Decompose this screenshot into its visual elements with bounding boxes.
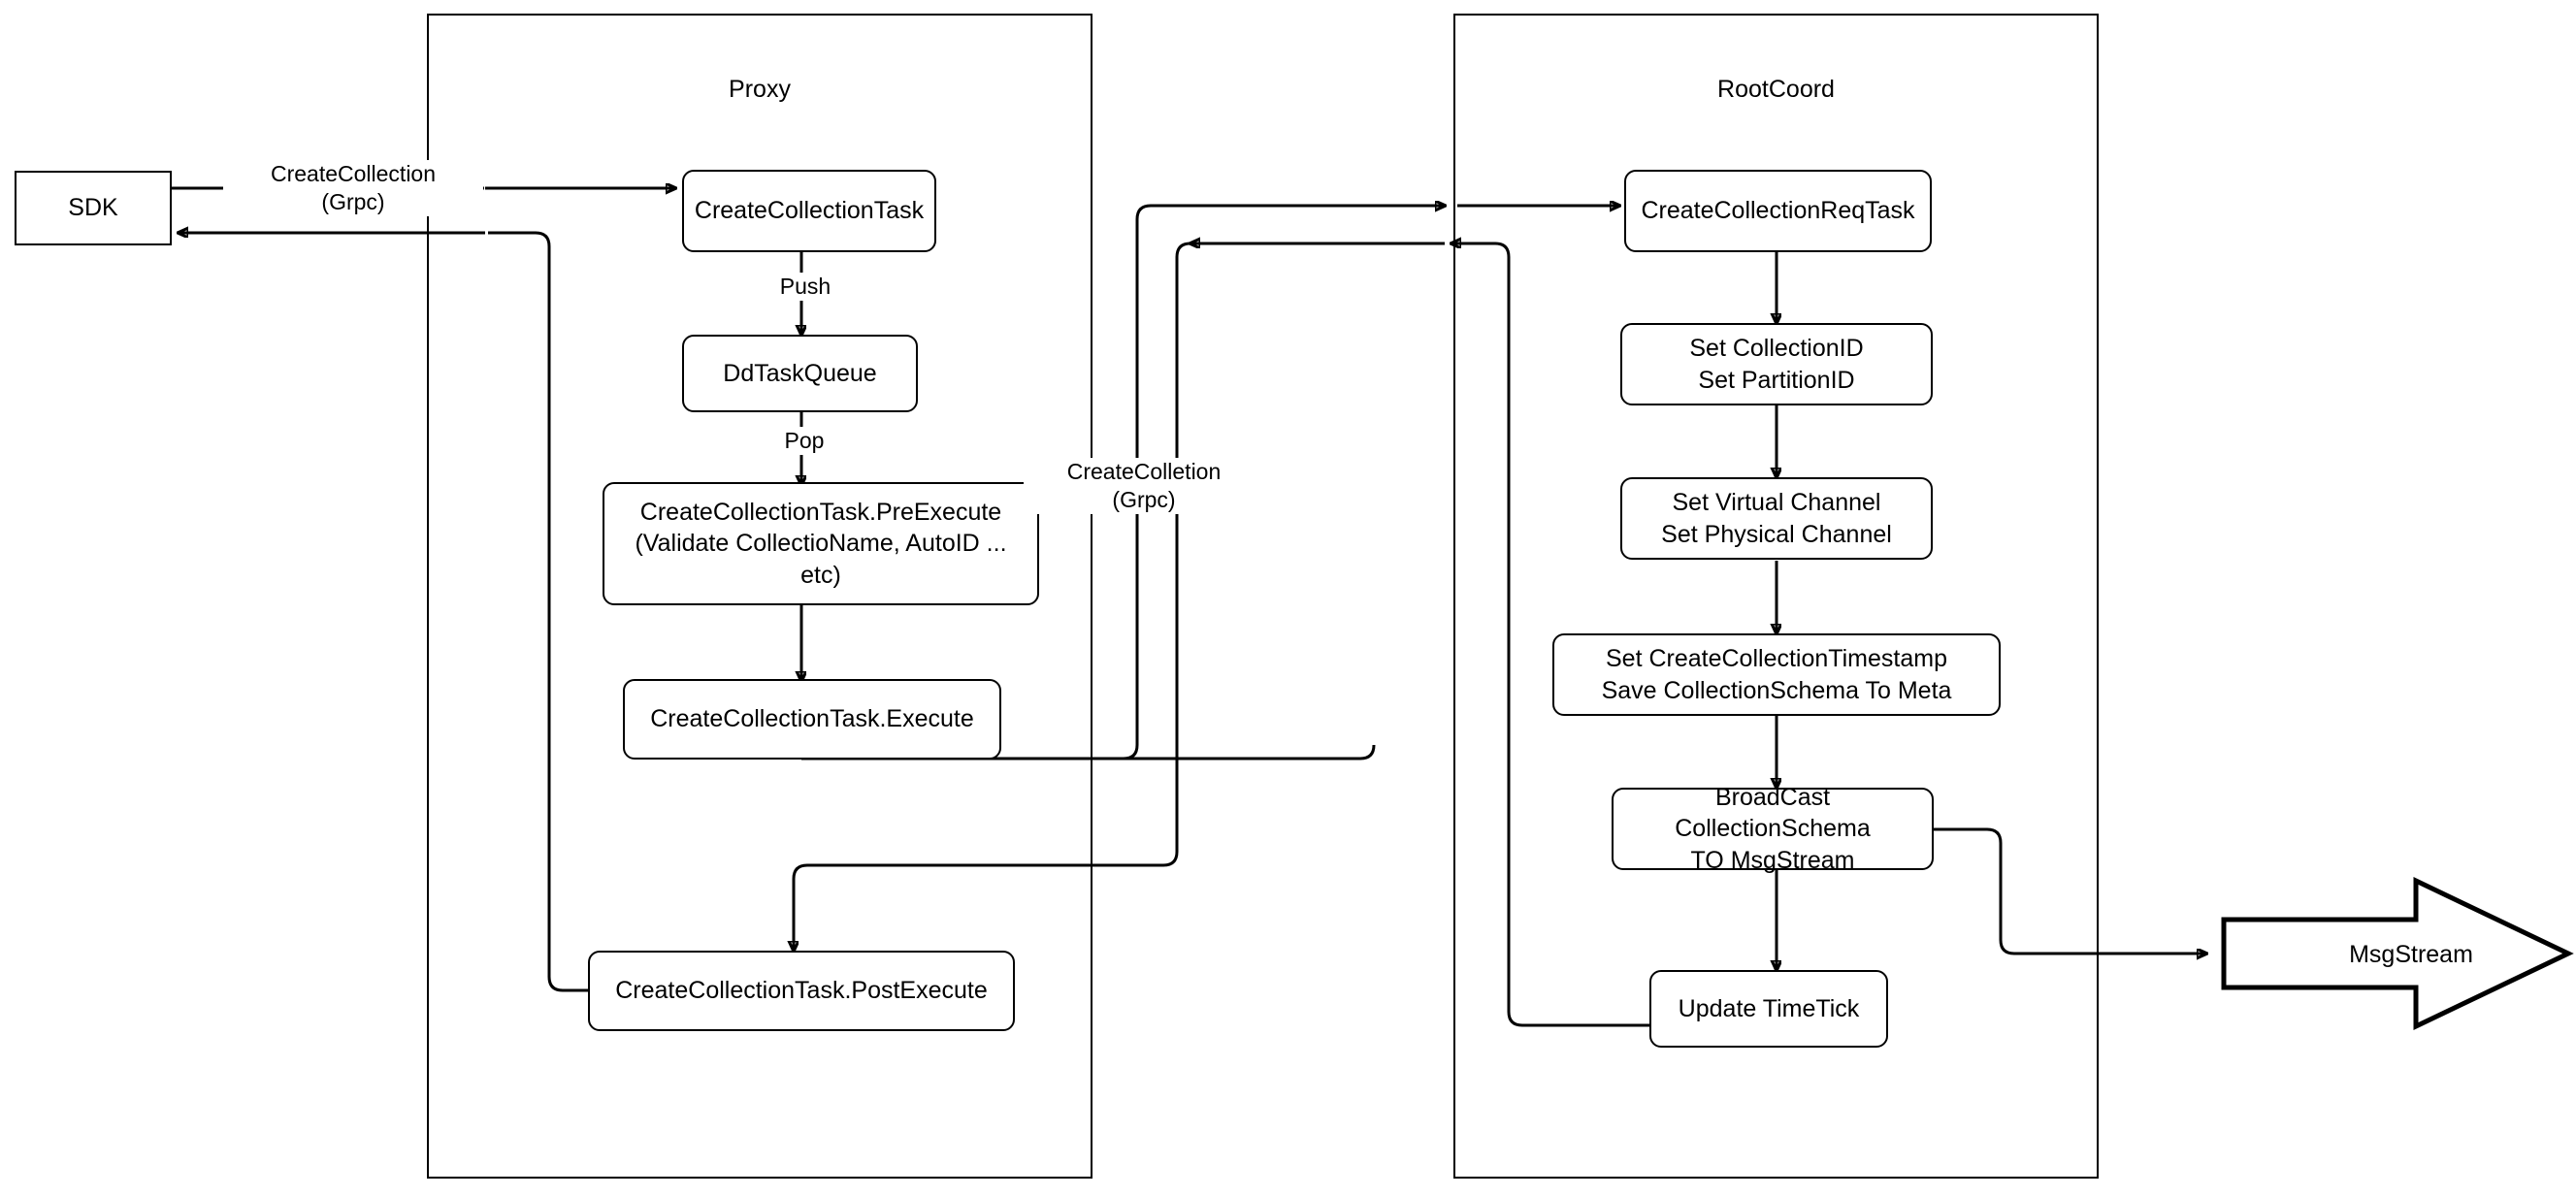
swimlane-rootcoord-title: RootCoord [1717,76,1835,103]
swimlane-proxy-title: Proxy [729,76,791,103]
node-broadcast[interactable]: BroadCast CollectionSchema TO MsgStream [1612,784,1934,874]
node-set-ids[interactable]: Set CollectionID Set PartitionID [1620,323,1933,405]
node-set-channels[interactable]: Set Virtual Channel Set Physical Channel [1620,477,1933,560]
edge-label-sdk-to-proxy: CreateCollection (Grpc) [223,160,483,216]
node-create-collection-req-task[interactable]: CreateCollectionReqTask [1624,170,1932,252]
node-execute[interactable]: CreateCollectionTask.Execute [623,679,1001,760]
node-msgstream-label: MsgStream [2349,941,2473,968]
edge-label-push: Push [753,273,858,301]
edge-label-proxy-to-rootcoord: CreateColletion (Grpc) [1024,458,1264,514]
node-sdk[interactable]: SDK [15,171,172,245]
node-pre-execute[interactable]: CreateCollectionTask.PreExecute (Validat… [603,482,1039,605]
node-set-timestamp[interactable]: Set CreateCollectionTimestamp Save Colle… [1552,633,2001,716]
node-create-collection-task[interactable]: CreateCollectionTask [682,170,936,252]
wire-rootcoord-return-bend [1096,242,1191,867]
edge-label-pop: Pop [757,427,852,455]
node-update-timetick[interactable]: Update TimeTick [1649,970,1888,1048]
node-dd-task-queue[interactable]: DdTaskQueue [682,335,918,412]
node-post-execute[interactable]: CreateCollectionTask.PostExecute [588,951,1015,1031]
